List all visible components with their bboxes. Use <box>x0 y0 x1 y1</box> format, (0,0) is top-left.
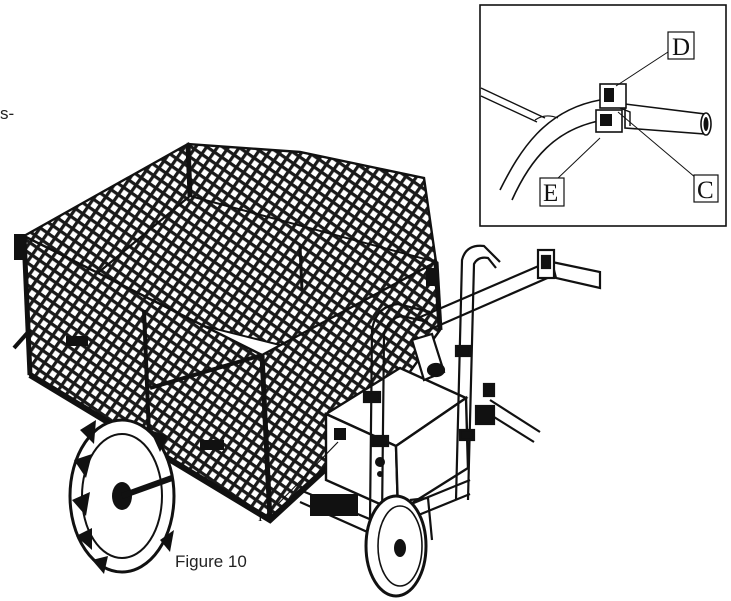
leader-line-c <box>617 111 697 179</box>
leader-line-e <box>555 137 601 181</box>
leader-line-d <box>615 51 669 87</box>
inset-detail: D C E <box>479 4 727 227</box>
label-c: C <box>697 177 714 204</box>
callout-i: I <box>258 441 339 525</box>
label-d: D <box>672 34 690 61</box>
corner-bracket <box>14 234 26 260</box>
figure-caption: Figure 10 <box>175 552 247 571</box>
label-box-c <box>693 174 719 203</box>
label-box-e <box>539 177 565 207</box>
inset-throttle-switch <box>595 83 631 133</box>
front-wheel <box>310 494 434 598</box>
cross-brace <box>149 353 263 390</box>
leader-line-i <box>277 441 339 505</box>
cart-basket <box>12 141 443 524</box>
left-tread-wheel <box>68 418 176 574</box>
battery-box <box>323 366 470 515</box>
cut-off-text-fragment: s- <box>0 104 15 123</box>
label-i: I <box>258 510 263 525</box>
inset-handle-tube <box>480 87 712 201</box>
power-switch-i <box>334 428 346 440</box>
label-box-d <box>667 31 695 60</box>
label-e: E <box>543 180 558 207</box>
